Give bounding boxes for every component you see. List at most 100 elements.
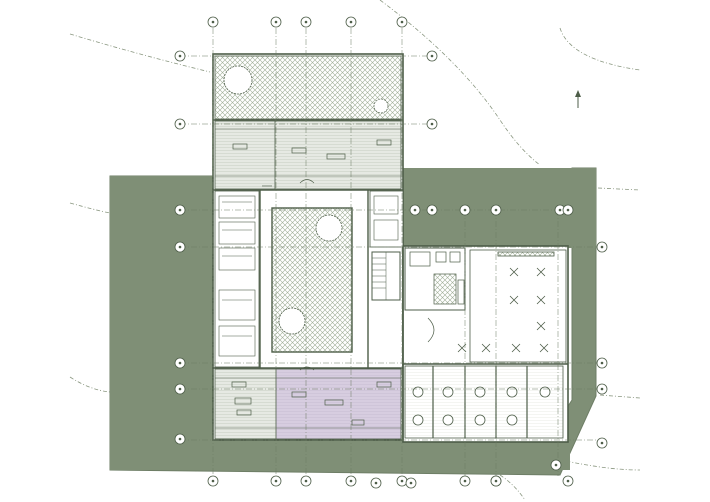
grid-bubble [270, 475, 282, 487]
stair [371, 251, 401, 301]
grid-bubble [345, 16, 357, 28]
grid-bubble-dot [178, 387, 182, 391]
grid-bubble-dot [211, 20, 215, 24]
west-slab-band [110, 176, 215, 441]
grid-bubble [174, 357, 186, 369]
grid-bubble [174, 433, 186, 445]
grid-bubble-dot [558, 208, 562, 212]
grid-bubble-dot [274, 479, 278, 483]
kitchen-fixtures [409, 251, 465, 343]
context-line [69, 33, 211, 73]
grid-bubble-dot [600, 361, 604, 365]
service-fixtures [373, 195, 399, 241]
grid-bubble-dot [600, 245, 604, 249]
dining-tables [457, 251, 555, 353]
grid-bubble [174, 383, 186, 395]
grid-bubble [207, 16, 219, 28]
courtyard-tree [278, 307, 306, 335]
grid-bubble [596, 437, 608, 449]
grid-bubble-dot [349, 479, 353, 483]
context-line [599, 394, 641, 399]
grid-bubble [459, 204, 471, 216]
garden-tree [223, 65, 253, 95]
grid-bubble [174, 118, 186, 130]
grid-bubble-dot [566, 479, 570, 483]
grid-bubble [596, 383, 608, 395]
grid-bubble [174, 241, 186, 253]
context-line [69, 376, 111, 393]
grid-bubble [345, 475, 357, 487]
grid-bubble [396, 475, 408, 487]
grid-bubble [174, 204, 186, 216]
grid-bubble [596, 357, 608, 369]
grid-bubble [370, 477, 382, 489]
west-room-fixtures [218, 195, 256, 357]
grid-bubble-dot [374, 481, 378, 485]
grid-bubble-dot [566, 208, 570, 212]
grid-bubble-dot [400, 20, 404, 24]
grid-bubble-dot [178, 54, 182, 58]
grid-bubble [562, 204, 574, 216]
grid-bubble-dot [304, 479, 308, 483]
grid-bubble [300, 475, 312, 487]
grid-bubble-dot [211, 479, 215, 483]
grid-bubble-dot [494, 208, 498, 212]
grid-bubble [490, 475, 502, 487]
grid-bubble-dot [554, 463, 558, 467]
grid-bubble [490, 204, 502, 216]
grid-bubble-dot [494, 479, 498, 483]
context-line [69, 202, 111, 214]
south-furniture [231, 366, 392, 426]
south-lilac-room [275, 368, 402, 440]
grid-bubble [409, 204, 421, 216]
grid-bubble [207, 475, 219, 487]
grid-bubble-dot [463, 479, 467, 483]
grid-bubble-dot [349, 20, 353, 24]
dining-hall [469, 249, 567, 363]
context-line [379, 0, 541, 166]
grid-bubble [426, 50, 438, 62]
grid-bubble [562, 475, 574, 487]
courtyard-tree [315, 214, 343, 242]
grid-bubble [426, 204, 438, 216]
grid-bubble [174, 50, 186, 62]
grid-bubble-dot [463, 208, 467, 212]
grid-bubble-dot [409, 481, 413, 485]
context-line [597, 187, 641, 191]
south-slab-band [110, 440, 570, 470]
grid-bubble-dot [430, 122, 434, 126]
grid-bubbles [174, 16, 608, 489]
grid-bubble [300, 16, 312, 28]
north-arrow-icon [575, 90, 581, 108]
grid-bubble-dot [430, 208, 434, 212]
grid-bubble-dot [304, 20, 308, 24]
grid-bubble-dot [274, 20, 278, 24]
south-east-hall [404, 365, 564, 439]
grid-bubble [396, 16, 408, 28]
grid-bubble-dot [413, 208, 417, 212]
site-context-lines [69, 0, 641, 501]
grid-bubble [459, 475, 471, 487]
grid-bubble-dot [600, 387, 604, 391]
grid-bubble-dot [178, 361, 182, 365]
grid-bubble [550, 459, 562, 471]
grid-bubble [426, 118, 438, 130]
grid-bubble-dot [178, 437, 182, 441]
hall-round-tables [412, 386, 551, 426]
grid-bubble [554, 204, 566, 216]
context-line [559, 27, 641, 71]
west-rooms-column [214, 190, 260, 368]
furniture-marks [232, 139, 392, 187]
grid-bubble-dot [178, 245, 182, 249]
structural-grid-lines [180, 28, 602, 476]
grid-bubble [405, 477, 417, 489]
grid-bubble [270, 16, 282, 28]
context-line [499, 474, 526, 501]
grid-bubble-dot [600, 441, 604, 445]
grid-bubble-dot [430, 54, 434, 58]
interior-walls [213, 119, 568, 440]
grid-bubble-dot [178, 208, 182, 212]
north-stripe-block [214, 120, 402, 190]
